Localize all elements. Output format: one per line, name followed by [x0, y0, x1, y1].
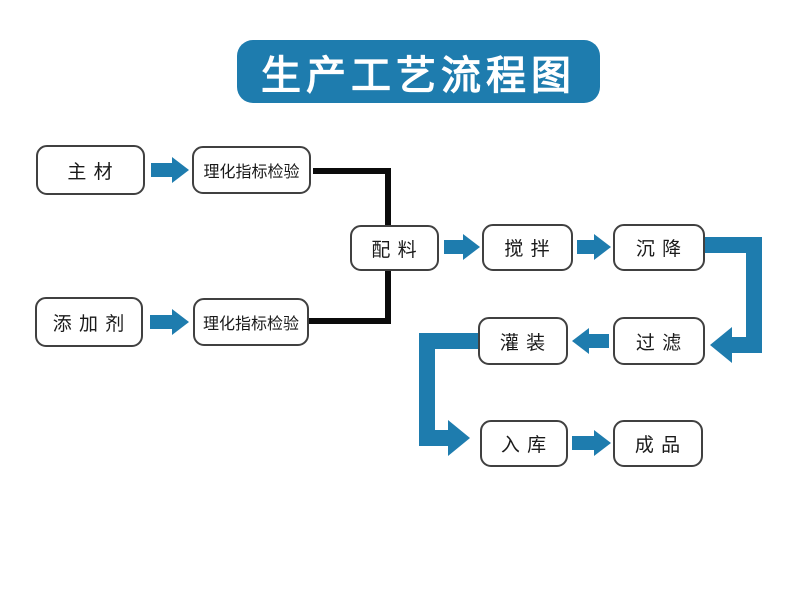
- arrow-warehousing-to-finished-product: [572, 430, 611, 456]
- node-filtration: 过 滤: [613, 317, 705, 365]
- node-filling: 灌 装: [478, 317, 568, 365]
- node-warehousing: 入 库: [480, 420, 568, 467]
- elbow-filling-to-warehousing: [419, 333, 478, 446]
- arrow-batching-to-stirring: [444, 234, 480, 260]
- connector-inspection-bottom-to-batching: [309, 267, 391, 324]
- node-main-material: 主 材: [36, 145, 145, 195]
- page-title: 生产工艺流程图: [237, 40, 600, 103]
- node-additive: 添 加 剂: [35, 297, 143, 347]
- node-inspection-top: 理化指标检验: [192, 146, 311, 194]
- node-stirring: 搅 拌: [482, 224, 573, 271]
- elbow-filling-to-warehousing-head: [448, 420, 470, 456]
- elbow-settling-to-filtration-head: [710, 327, 732, 363]
- node-inspection-bottom: 理化指标检验: [193, 298, 309, 346]
- arrow-additive-to-inspection: [150, 309, 189, 335]
- node-finished-product: 成 品: [613, 420, 703, 467]
- arrow-main-material-to-inspection: [151, 157, 189, 183]
- node-settling: 沉 降: [613, 224, 705, 271]
- node-batching: 配 料: [350, 225, 439, 271]
- elbow-settling-to-filtration: [705, 237, 762, 353]
- arrow-filtration-to-filling: [572, 328, 609, 354]
- connector-inspection-top-to-batching: [313, 168, 391, 227]
- arrow-stirring-to-settling: [577, 234, 611, 260]
